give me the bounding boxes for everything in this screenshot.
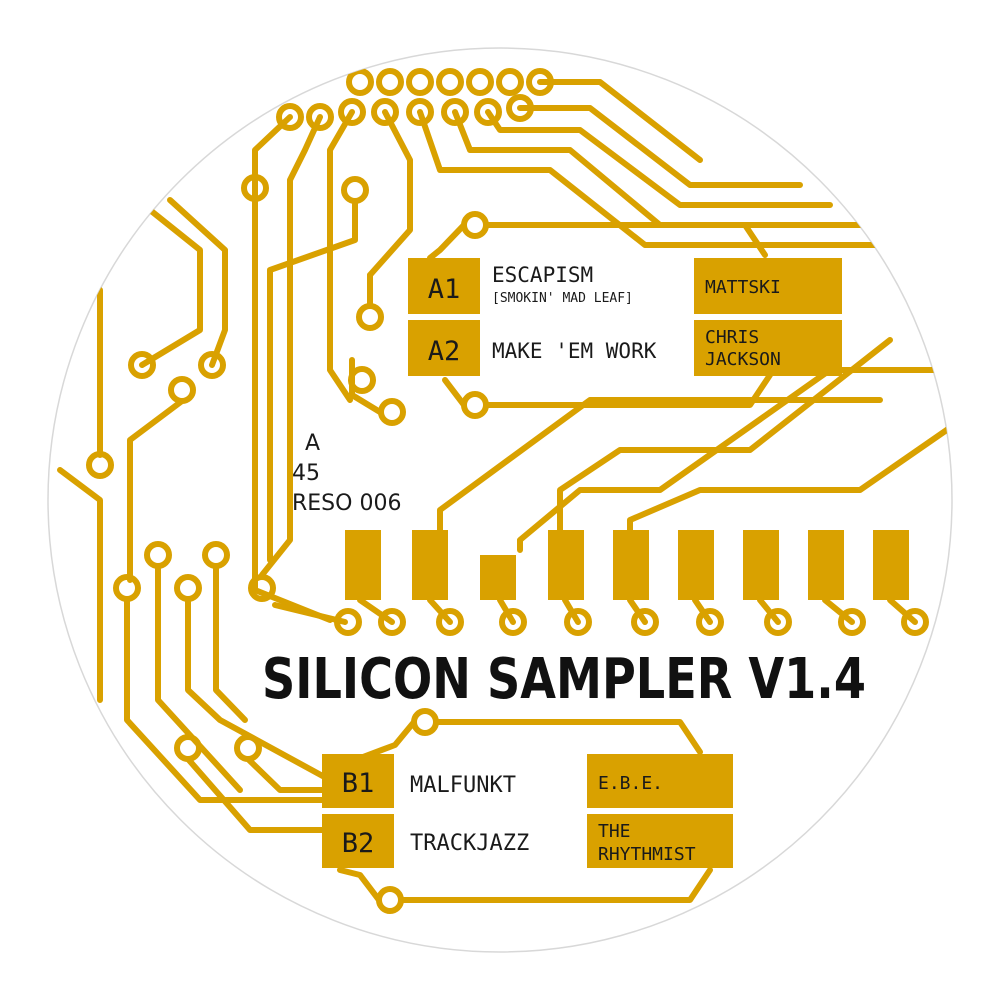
track-position-box bbox=[322, 754, 394, 808]
artist-name: E.B.E. bbox=[598, 773, 663, 794]
track-subtitle: [SMOKIN' MAD LEAF] bbox=[492, 291, 633, 306]
track-title: MALFUNKT bbox=[410, 773, 516, 798]
ic-leg bbox=[480, 555, 516, 600]
track-position: A2 bbox=[428, 336, 461, 367]
b-side-tracklist: B1 MALFUNKT E.B.E. B2 TRACKJAZZ THE RHYT… bbox=[322, 754, 733, 868]
release-title: SILICON SAMPLER V1.4 bbox=[262, 647, 866, 712]
artist-name-line1: CHRIS bbox=[705, 327, 759, 348]
speed: 45 bbox=[292, 461, 320, 486]
left-traces bbox=[241, 109, 413, 623]
artist-box bbox=[587, 754, 733, 808]
artist-name-line2: JACKSON bbox=[705, 349, 781, 370]
artist-name-line1: THE bbox=[598, 821, 631, 842]
track-position: B1 bbox=[342, 768, 375, 799]
top-pad-row bbox=[276, 68, 554, 131]
a-side-tracklist: A1 ESCAPISM [SMOKIN' MAD LEAF] MATTSKI A… bbox=[408, 258, 842, 376]
track-position-box bbox=[322, 814, 394, 868]
a-side-frame bbox=[427, 211, 773, 419]
track-title: ESCAPISM bbox=[492, 263, 593, 287]
ic-leg bbox=[678, 530, 714, 600]
ic-leg bbox=[743, 530, 779, 600]
track-title: MAKE 'EM WORK bbox=[492, 339, 657, 363]
upper-right-traces bbox=[417, 79, 883, 248]
artist-box bbox=[694, 320, 842, 376]
track-position-box bbox=[408, 258, 480, 314]
ic-leg bbox=[808, 530, 844, 600]
track-position: A1 bbox=[428, 274, 461, 305]
far-left-traces bbox=[57, 197, 333, 833]
side-letter: A bbox=[305, 431, 320, 456]
catalog-number: RESO 006 bbox=[292, 491, 401, 516]
artist-box bbox=[587, 814, 733, 868]
track-title: TRACKJAZZ bbox=[410, 831, 529, 856]
ic-leg bbox=[345, 530, 381, 600]
artist-box bbox=[694, 258, 842, 314]
pin-pads bbox=[334, 608, 929, 636]
ic-leg bbox=[613, 530, 649, 600]
artist-name-line2: RHYTHMIST bbox=[598, 844, 696, 865]
ic-leg bbox=[873, 530, 909, 600]
label-info: A 45 RESO 006 bbox=[292, 431, 401, 516]
ic-leg bbox=[412, 530, 448, 600]
artist-name: MATTSKI bbox=[705, 277, 781, 298]
ic-leg bbox=[548, 530, 584, 600]
track-position-box bbox=[408, 320, 480, 376]
label-outline bbox=[47, 47, 953, 953]
track-position: B2 bbox=[342, 828, 375, 859]
ic-legs bbox=[345, 530, 909, 600]
